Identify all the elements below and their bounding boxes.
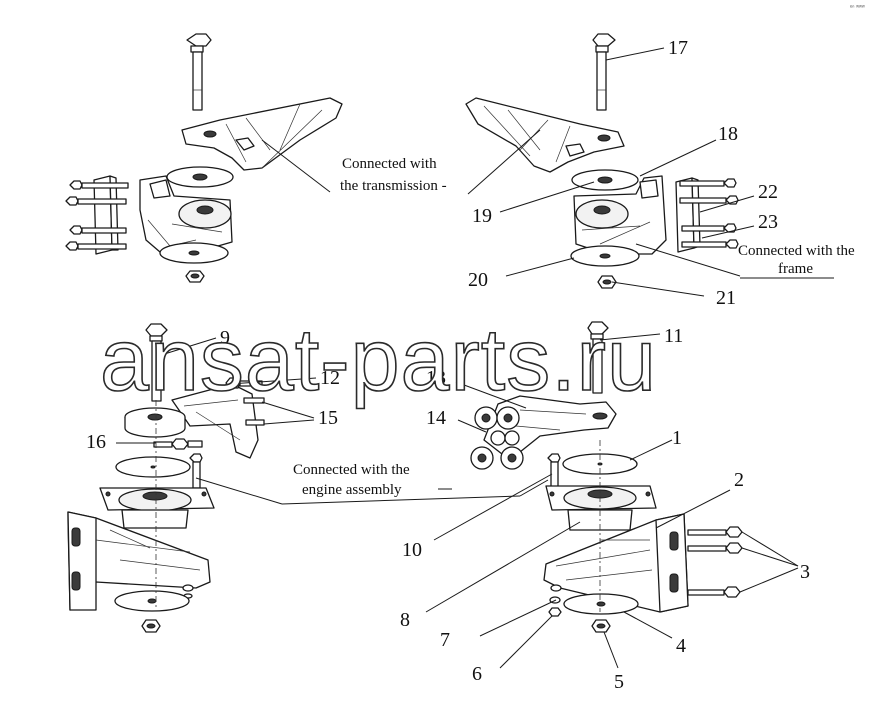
nut-5 xyxy=(591,619,611,633)
callout-21: 21 xyxy=(716,287,736,309)
bolt-10 xyxy=(547,453,561,489)
rubber-mount-top-right xyxy=(573,175,667,255)
note-transmission-line2: the transmission - xyxy=(340,178,447,194)
bolt-bottom-left xyxy=(145,323,168,402)
side-bolts-top-left xyxy=(65,180,129,251)
callout-9: 9 xyxy=(220,327,230,349)
note-engine-line2: engine assembly xyxy=(302,482,402,498)
note-frame-line2: frame xyxy=(778,261,813,277)
rubber-mount-top-left xyxy=(139,175,233,253)
callout-1: 1 xyxy=(672,427,682,449)
rubber-mount-bottom-right xyxy=(545,485,657,531)
side-bolts-top-right xyxy=(679,178,739,249)
callout-19: 19 xyxy=(472,205,492,227)
callout-18: 18 xyxy=(718,123,738,145)
bolt-top-left xyxy=(186,33,212,111)
captions: Connected with the transmission - Connec… xyxy=(293,156,855,498)
callout-14: 14 xyxy=(426,407,446,429)
bolt-16 xyxy=(153,438,203,450)
note-transmission-line1: Connected with xyxy=(342,156,437,172)
bracket-top-right xyxy=(465,97,625,173)
callout-17: 17 xyxy=(668,37,688,59)
top-right-mount-assembly xyxy=(465,33,739,289)
callout-10: 10 xyxy=(402,539,422,561)
bracket-bottom-left xyxy=(171,377,265,459)
callout-23: 23 xyxy=(758,211,778,233)
bracket-top-left xyxy=(181,97,343,171)
bottom-left-mount-assembly xyxy=(67,323,265,633)
bushings-14 xyxy=(470,406,524,470)
bolts-3 xyxy=(687,526,743,598)
corner-mark: ᵉⁿ ʷʷʷ xyxy=(850,4,865,11)
leader-lines xyxy=(116,47,834,669)
note-engine-line1: Connected with the xyxy=(293,462,410,478)
callout-12: 12 xyxy=(320,367,340,389)
callout-numbers: 17 18 19 22 23 20 21 9 11 12 13 15 14 16… xyxy=(86,37,810,693)
bolt-bottom-right xyxy=(587,321,609,394)
side-plate-top-right xyxy=(675,177,701,253)
callout-2: 2 xyxy=(734,469,744,491)
callout-16: 16 xyxy=(86,431,106,453)
top-left-mount-assembly xyxy=(65,33,343,283)
small-bolt-bottom-left xyxy=(189,453,203,489)
rubber-mount-bottom-left xyxy=(99,487,215,529)
callout-20: 20 xyxy=(468,269,488,291)
nut-6 xyxy=(548,607,562,617)
base-bracket-2 xyxy=(543,513,689,613)
nut-top-left xyxy=(185,270,205,283)
callout-15: 15 xyxy=(318,407,338,429)
callout-11: 11 xyxy=(664,325,683,347)
callout-8: 8 xyxy=(400,609,410,631)
note-frame-line1: Connected with the xyxy=(738,243,855,259)
nut-bottom-left xyxy=(141,619,161,633)
callout-6: 6 xyxy=(472,663,482,685)
callout-7: 7 xyxy=(440,629,450,651)
callout-5: 5 xyxy=(614,671,624,693)
bolt-top-right xyxy=(592,33,616,111)
callout-4: 4 xyxy=(676,635,686,657)
callout-22: 22 xyxy=(758,181,778,203)
callout-13: 13 xyxy=(426,367,446,389)
watermark: ansat-parts.ru xyxy=(100,310,657,409)
callout-3: 3 xyxy=(800,561,810,583)
base-bracket-bottom-left xyxy=(67,511,211,611)
nut-top-right xyxy=(597,275,617,289)
